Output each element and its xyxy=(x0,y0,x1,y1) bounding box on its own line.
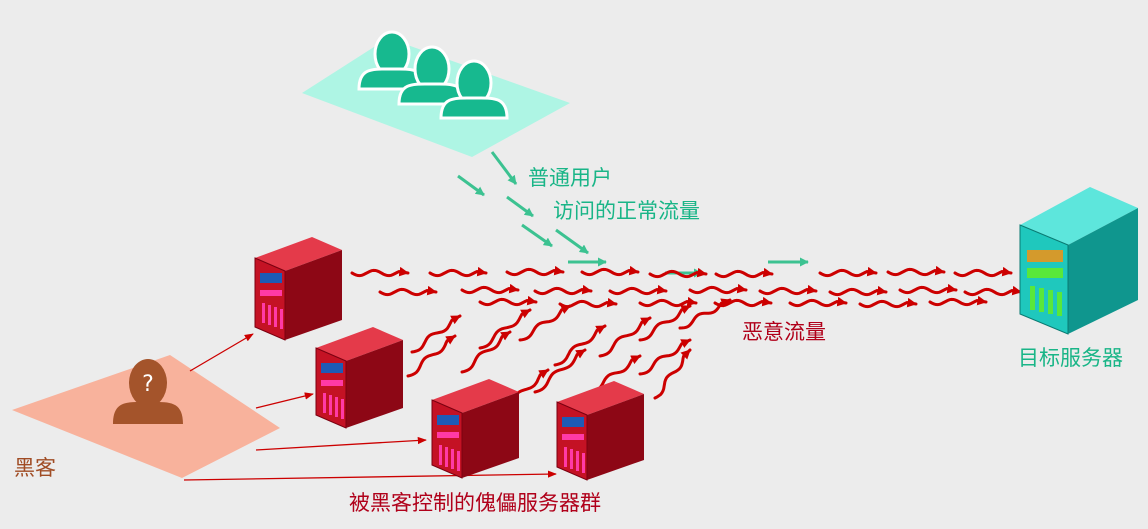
malicious-traffic-arrow xyxy=(638,338,692,376)
malicious-traffic-arrow xyxy=(608,284,668,296)
hacker-mark: ? xyxy=(142,372,154,397)
label-botnet: 被黑客控制的傀儡服务器群 xyxy=(349,491,601,515)
label-normal-traffic: 访问的正常流量 xyxy=(553,199,700,223)
malicious-traffic-arrow xyxy=(533,348,587,394)
label-target-server: 目标服务器 xyxy=(1018,346,1123,370)
malicious-traffic-arrow xyxy=(460,330,512,374)
malicious-traffic-arrow xyxy=(828,285,888,297)
server-tower-icon xyxy=(439,445,460,471)
bot-server-4 xyxy=(556,381,644,481)
malicious-traffic-arrow xyxy=(350,266,410,278)
malicious-traffic-arrow xyxy=(898,283,958,295)
server-tower-icon xyxy=(564,447,585,473)
label-malicious-traffic: 恶意流量 xyxy=(742,320,826,344)
label-normal-users: 普通用户 xyxy=(528,166,612,190)
bot-server-2 xyxy=(315,327,403,429)
malicious-traffic-arrow xyxy=(478,295,538,307)
malicious-traffic-arrow xyxy=(688,283,748,295)
user-group-icon xyxy=(357,30,509,120)
malicious-traffic-arrow xyxy=(505,265,565,277)
malicious-traffic-arrows xyxy=(350,265,1023,414)
bot-server-1 xyxy=(254,237,342,341)
malicious-traffic-arrow xyxy=(653,348,692,400)
malicious-traffic-arrow xyxy=(714,267,774,279)
malicious-traffic-arrow xyxy=(758,284,818,296)
malicious-traffic-arrow xyxy=(598,316,652,358)
server-tower-icon xyxy=(262,303,283,329)
malicious-traffic-arrow xyxy=(928,295,988,307)
malicious-traffic-arrow xyxy=(410,314,462,354)
malicious-traffic-arrow xyxy=(678,298,732,330)
malicious-traffic-arrow xyxy=(886,265,946,277)
target-server xyxy=(1019,187,1138,335)
malicious-traffic-arrow xyxy=(953,266,1013,278)
server-tower-icon xyxy=(1030,286,1062,316)
malicious-traffic-arrow xyxy=(963,285,1023,297)
label-hacker: 黑客 xyxy=(14,456,56,480)
malicious-traffic-arrow xyxy=(518,304,572,342)
malicious-traffic-arrow xyxy=(460,283,520,295)
malicious-traffic-arrow xyxy=(648,267,708,279)
server-tower-icon xyxy=(323,393,344,419)
hacker-control-lines xyxy=(183,333,557,481)
malicious-traffic-arrow xyxy=(638,304,692,342)
malicious-traffic-arrow xyxy=(428,266,488,278)
malicious-traffic-arrow xyxy=(788,296,848,308)
malicious-traffic-arrow xyxy=(533,284,593,296)
malicious-traffic-arrow xyxy=(553,324,607,367)
malicious-traffic-arrow xyxy=(406,334,457,378)
malicious-traffic-arrow xyxy=(580,265,640,277)
malicious-traffic-arrow xyxy=(638,296,698,308)
malicious-traffic-arrow xyxy=(378,285,438,297)
bot-server-3 xyxy=(431,379,519,479)
malicious-traffic-arrow xyxy=(818,266,878,278)
hacker-icon: ? xyxy=(113,359,183,424)
malicious-traffic-arrow xyxy=(478,308,532,350)
malicious-traffic-arrow xyxy=(858,297,918,309)
